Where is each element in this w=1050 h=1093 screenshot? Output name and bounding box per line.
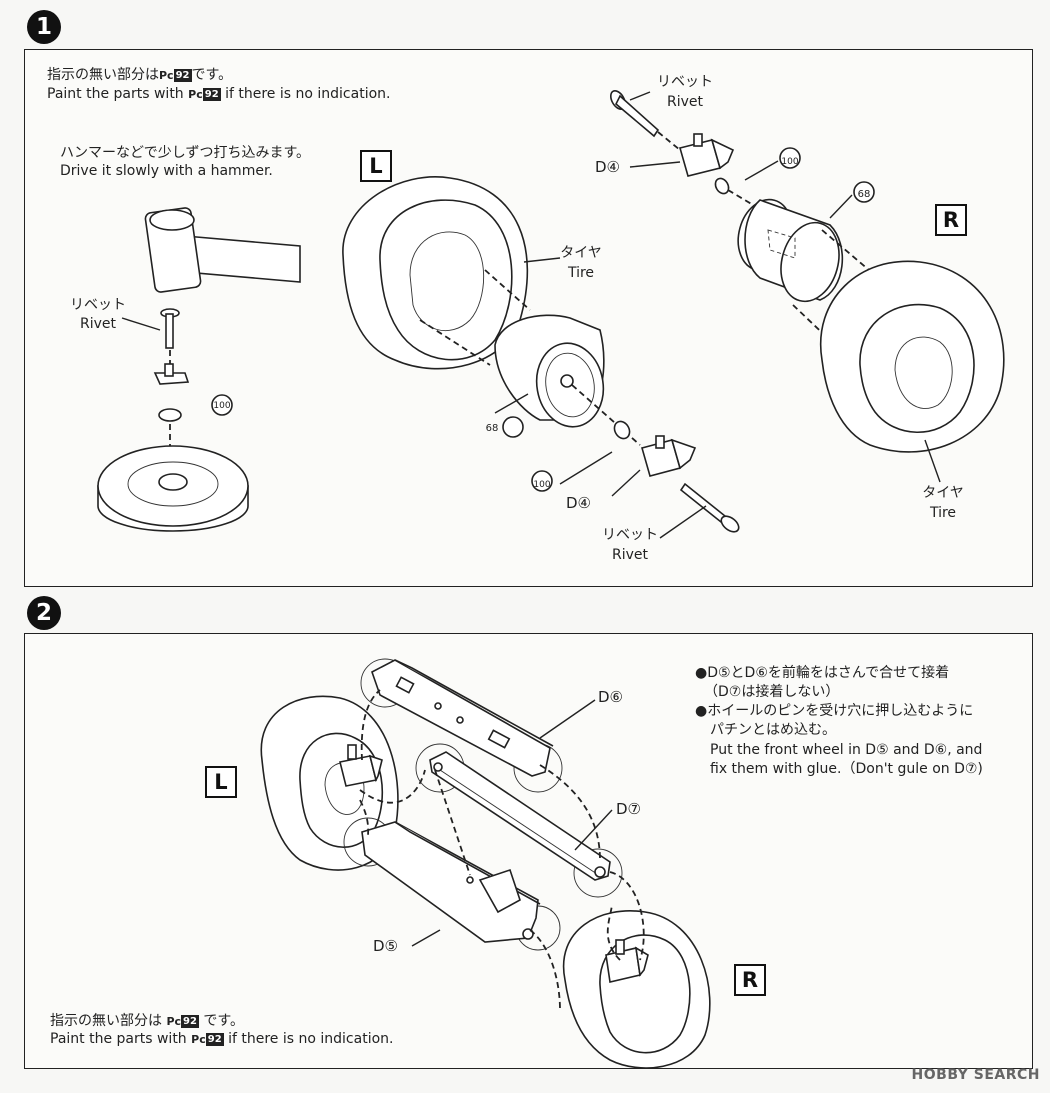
part-68-right-label: 68 xyxy=(857,189,871,200)
pin-left-icon xyxy=(339,744,383,787)
side-right-badge: R xyxy=(935,204,967,236)
part-100-label: 100 xyxy=(213,401,231,411)
pin-right-icon xyxy=(605,939,649,983)
paint-code-chip: 92 xyxy=(202,88,221,101)
step-1-number: 1 xyxy=(35,14,52,40)
step-1-paint-note-ja-tail: です。 xyxy=(191,67,233,83)
step-2-paint-note-ja-text: 指示の無い部分は xyxy=(50,1013,162,1029)
step-2-badge: 2 xyxy=(27,596,61,630)
tire-right-label-en: Tire xyxy=(929,505,957,521)
step-1-paint-note-ja-text: 指示の無い部分は xyxy=(47,67,159,83)
rivet-right-label-en: Rivet xyxy=(666,94,703,110)
step-1-paint-note-en-tail: if there is no indication. xyxy=(225,86,391,102)
part-100-left-label: 100 xyxy=(533,480,551,490)
rivet-left-label-en: Rivet xyxy=(611,547,648,563)
tire-left-label-ja: タイヤ xyxy=(560,245,602,261)
part-d5-label: D⑤ xyxy=(373,937,398,955)
step-2-bullet-1-line-2: （D⑦は接着しない） xyxy=(704,684,840,700)
rim-right-icon xyxy=(737,198,844,303)
rivet-left-icon xyxy=(679,482,740,533)
step-1-badge: 1 xyxy=(27,10,61,44)
step-2-paint-note-en-tail: if there is no indication. xyxy=(228,1031,394,1047)
tire-right-label-ja: タイヤ xyxy=(922,485,964,501)
hammer-note-en: Drive it slowly with a hammer. xyxy=(60,163,273,179)
part-d6-label: D⑥ xyxy=(598,688,623,706)
frame-d5-icon xyxy=(361,821,541,943)
rivet-left-label-ja: リベット xyxy=(602,527,658,543)
bracket-left-icon xyxy=(641,435,697,477)
tire-left-label-en: Tire xyxy=(567,265,595,281)
part-100-right-label: 100 xyxy=(781,157,799,167)
step-2-side-right-letter: R xyxy=(741,968,759,992)
paint-code-prefix: Pc xyxy=(166,1015,182,1028)
front-wheel-right-icon xyxy=(562,910,711,1069)
rim-left-icon xyxy=(494,314,605,428)
step-2-paint-note-en-text: Paint the parts with xyxy=(50,1031,187,1047)
part-d4-left-label: D④ xyxy=(566,494,591,512)
washer-small-icon xyxy=(158,408,182,422)
tire-right-icon xyxy=(819,260,1005,453)
step-2-side-left-badge: L xyxy=(205,766,237,798)
part-d4-right-label: D④ xyxy=(595,158,620,176)
step-2-side-left-letter: L xyxy=(214,770,228,794)
paint-code-chip: 92 xyxy=(181,1015,199,1028)
wheel-small-icon xyxy=(97,445,249,532)
frame-d6-icon xyxy=(371,659,554,777)
rivet-right-icon xyxy=(609,90,660,138)
step-2-bullet-1-line-1: ●D⑤とD⑥を前輪をはさんで合せて接着 xyxy=(695,665,950,681)
hammer-icon xyxy=(144,207,301,293)
rivet-small-icon xyxy=(160,308,180,349)
side-left-badge: L xyxy=(360,150,392,182)
step-2-note-en-line-2: fix them with glue.（Don't gule on D⑦) xyxy=(710,761,983,777)
rivet-label-en: Rivet xyxy=(79,316,116,332)
step-2-note-en-line-1: Put the front wheel in D⑤ and D⑥, and xyxy=(710,742,983,758)
side-left-letter: L xyxy=(369,154,383,178)
part-d7-label: D⑦ xyxy=(616,800,641,818)
step-2-panel xyxy=(24,633,1033,1069)
bracket-small-icon xyxy=(153,363,190,385)
frame-d7-icon xyxy=(429,751,611,881)
step-2-paint-note-ja-tail: です。 xyxy=(203,1013,245,1029)
watermark-logo: HOBBY SEARCH xyxy=(911,1067,1040,1083)
step-2-number: 2 xyxy=(35,600,52,626)
paint-code-chip: 92 xyxy=(205,1033,224,1046)
part-68-left-label: 68 xyxy=(485,423,499,434)
hammer-note-ja: ハンマーなどで少しずつ打ち込みます。 xyxy=(60,145,311,161)
step-1-paint-note-en-text: Paint the parts with xyxy=(47,86,184,102)
paint-code-prefix: Pc xyxy=(159,69,174,82)
rivet-label-ja: リベット xyxy=(70,297,126,313)
paint-code-prefix: Pc xyxy=(188,88,203,101)
paint-code-prefix: Pc xyxy=(191,1033,206,1046)
bracket-right-icon xyxy=(679,133,735,177)
rivet-right-label-ja: リベット xyxy=(657,74,713,90)
step-2-bullet-2-line-2: パチンとはめ込む。 xyxy=(710,722,836,738)
step-2-side-right-badge: R xyxy=(734,964,766,996)
side-right-letter: R xyxy=(942,208,960,232)
step-2-bullet-2-line-1: ●ホイールのピンを受け穴に押し込むように xyxy=(695,703,974,719)
paint-code-chip: 92 xyxy=(173,69,192,82)
